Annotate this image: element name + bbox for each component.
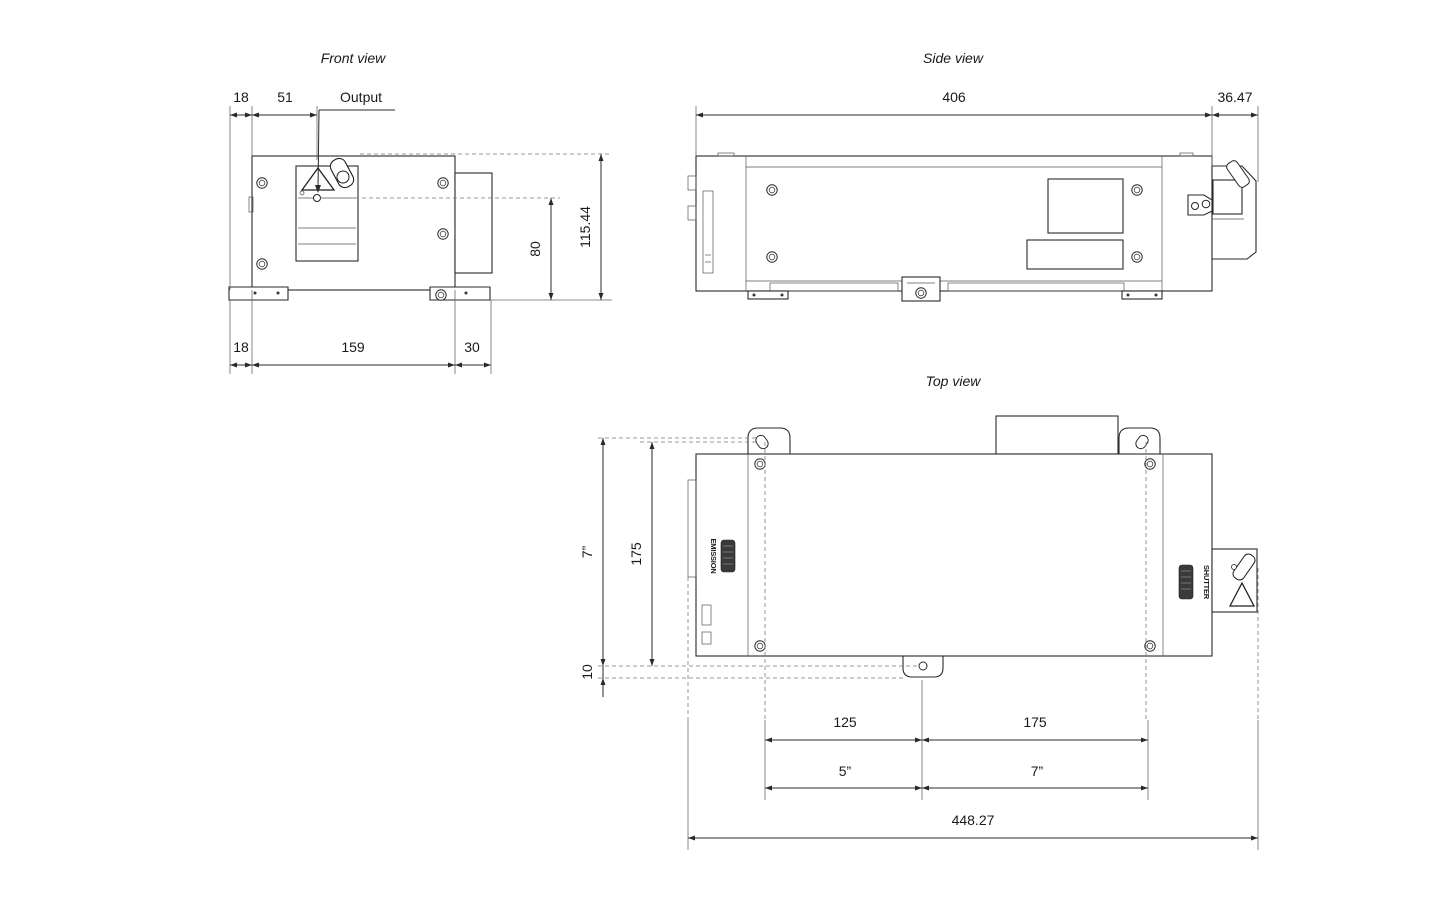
dim-front-output-height: 80 <box>527 241 543 257</box>
dim-front-output-offset: 51 <box>277 89 293 105</box>
front-foot-left <box>228 286 289 301</box>
dim-side-length: 406 <box>942 89 966 105</box>
top-rear-block <box>995 415 1119 455</box>
front-foot-screw <box>435 289 447 301</box>
dim-top-depth: 175 <box>628 542 644 566</box>
shutter-label: SHUTTER <box>1202 565 1211 600</box>
dim-front-bottom-right: 30 <box>464 339 480 355</box>
dim-top-mount-spacing-a-in: 5” <box>839 763 852 779</box>
top-housing <box>695 453 1213 657</box>
dim-front-total-height: 115.44 <box>577 206 593 248</box>
shutter-warning-icon <box>1228 581 1256 607</box>
top-view: Top view EMISSION <box>579 373 1259 850</box>
output-label: Output <box>340 89 382 105</box>
dim-top-mount-spacing-b-in: 7” <box>1031 763 1044 779</box>
side-view-title: Side view <box>923 50 984 66</box>
side-housing <box>695 155 1213 292</box>
side-view: Side view <box>687 50 1259 302</box>
dim-front-bottom-left: 18 <box>233 339 249 355</box>
dim-top-mount-offset: 10 <box>579 664 595 680</box>
front-rear-block <box>454 172 493 274</box>
output-aperture <box>313 194 321 202</box>
front-view-title: Front view <box>321 50 386 66</box>
front-view: Front view Output <box>228 50 612 374</box>
dim-top-mount-spacing-a: 125 <box>833 714 857 730</box>
dim-front-top-left: 18 <box>233 89 249 105</box>
dim-front-bottom-width: 159 <box>341 339 365 355</box>
side-label-plate <box>1047 178 1124 234</box>
dim-side-shutter-length: 36.47 <box>1217 89 1252 105</box>
dim-top-mount-spacing-in: 7” <box>579 545 595 558</box>
dim-top-mount-spacing-b: 175 <box>1023 714 1047 730</box>
emission-label: EMISSION <box>709 538 718 573</box>
dim-top-total-length: 448.27 <box>952 812 995 828</box>
top-view-title: Top view <box>926 373 982 389</box>
side-serial-plate <box>1026 239 1124 270</box>
shutter-knob <box>1178 564 1194 600</box>
emission-knob <box>720 539 736 573</box>
